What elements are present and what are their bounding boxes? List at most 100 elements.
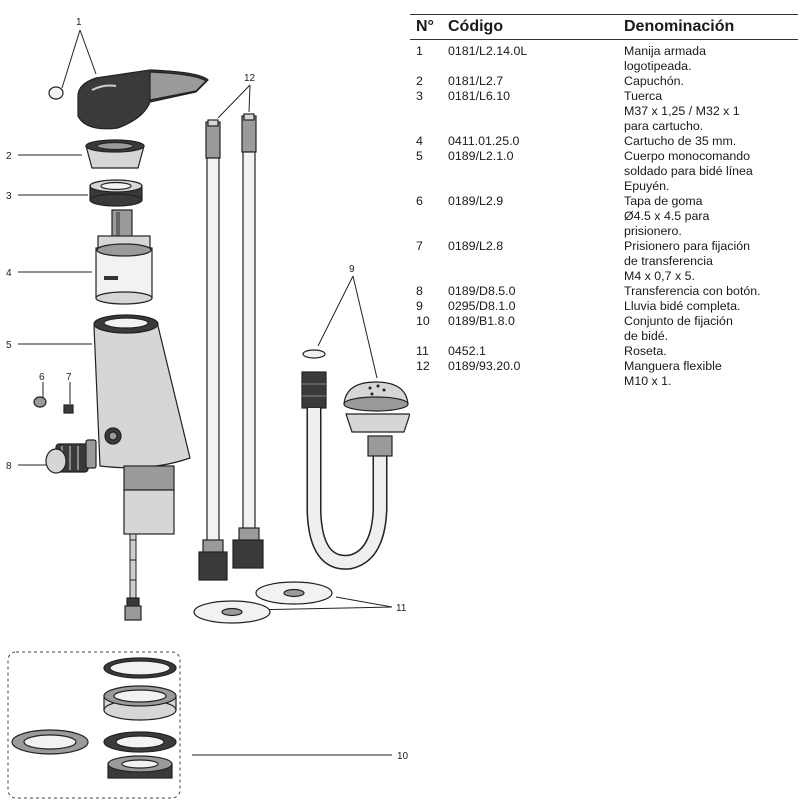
callout-3: 3: [6, 191, 12, 202]
row-code: 0181/L6.10: [448, 89, 511, 103]
table-row: 4 0411.01.25.0 Cartucho de 35 mm.: [410, 134, 798, 149]
description-line: de bidé.: [624, 329, 669, 343]
row-number: 5: [416, 149, 423, 163]
description-line: logotipeada.: [624, 59, 692, 73]
description-line: M10 x 1.: [624, 374, 672, 388]
description-line: Cuerpo monocomando: [624, 149, 751, 163]
row-code: 0181/L2.7: [448, 74, 504, 88]
callout-9: 9: [349, 264, 355, 275]
row-number: 11: [416, 344, 429, 358]
description-line: M4 x 0,7 x 5.: [624, 269, 695, 283]
description-line: M37 x 1,25 / M32 x 1: [624, 104, 740, 118]
callout-4: 4: [6, 268, 12, 279]
part-cartridge: [95, 209, 153, 305]
description-line: prisionero.: [624, 224, 682, 238]
row-number: 10: [416, 314, 430, 328]
description-line: Manguera flexible: [624, 359, 722, 373]
callout-5: 5: [6, 340, 12, 351]
row-code: 0189/L2.8: [448, 239, 504, 253]
callout-8: 8: [6, 461, 12, 472]
row-description: Roseta.: [624, 344, 798, 359]
callout-11: 11: [396, 603, 407, 614]
row-number: 12: [416, 359, 430, 373]
row-code: 0189/B1.8.0: [448, 314, 515, 328]
callout-7: 7: [66, 372, 72, 383]
description-line: Tuerca: [624, 89, 663, 103]
callout-2: 2: [6, 151, 12, 162]
part-diverter-button: [45, 439, 97, 474]
part-cap: [85, 139, 145, 169]
part-bidet-spray: [301, 349, 410, 570]
row-number: 6: [416, 194, 423, 208]
table-row: 11 0452.1 Roseta.: [410, 344, 798, 359]
row-number: 1: [416, 44, 423, 58]
header-code: Código: [448, 14, 624, 40]
part-fixing-kit: [7, 651, 181, 799]
description-line: Transferencia con botón.: [624, 284, 761, 298]
description-line: Lluvia bidé completa.: [624, 299, 741, 313]
callout-12: 12: [244, 73, 256, 84]
part-rosette-right: [255, 581, 333, 605]
part-rubber-plug: [33, 396, 47, 408]
part-set-screw: [63, 404, 74, 414]
row-code: 0411.01.25.0: [448, 134, 520, 148]
row-number: 7: [416, 239, 423, 253]
header-number: N°: [410, 14, 448, 40]
parts-table: N° Código Denominación 1 0181/L2.14.0L Man…: [410, 14, 798, 389]
row-code: 0181/L2.14.0L: [448, 44, 528, 58]
exploded-diagram: 1 2 3 4 5 6 7 8 9 10 11 12: [6, 17, 410, 799]
description-line: Capuchón.: [624, 74, 684, 88]
row-description: Lluvia bidé completa.: [624, 299, 798, 314]
row-code: 0189/D8.5.0: [448, 284, 516, 298]
row-code: 0452.1: [448, 344, 486, 358]
description-line: Manija armada: [624, 44, 706, 58]
part-handle: [48, 69, 209, 130]
description-line: Prisionero para fijación: [624, 239, 751, 253]
row-code: 0189/L2.1.0: [448, 149, 514, 163]
description-line: Ø4.5 x 4.5 para: [624, 209, 710, 223]
callout-6: 6: [39, 372, 45, 383]
row-number: 2: [416, 74, 423, 88]
row-description: Cartucho de 35 mm.: [624, 134, 798, 149]
row-description: Transferencia con botón.: [624, 284, 798, 299]
row-description: Capuchón.: [624, 74, 798, 89]
description-line: Epuyén.: [624, 179, 670, 193]
leader-lines: [18, 29, 393, 756]
table-row: 9 0295/D8.1.0 Lluvia bidé completa.: [410, 299, 798, 314]
description-line: para cartucho.: [624, 119, 704, 133]
callout-1: 1: [76, 17, 82, 28]
callout-10: 10: [397, 751, 409, 762]
row-code: 0189/93.20.0: [448, 359, 521, 373]
callout-numbers: 1 2 3 4 5 6 7 8 9 10 11 12: [6, 17, 409, 762]
row-number: 4: [416, 134, 423, 148]
part-rosette-left: [193, 600, 271, 624]
part-body: [93, 314, 191, 621]
description-line: Roseta.: [624, 344, 667, 358]
row-number: 9: [416, 299, 423, 313]
part-nut: [89, 179, 143, 207]
row-code: 0189/L2.9: [448, 194, 504, 208]
description-line: Conjunto de fijación: [624, 314, 733, 328]
table-header-row: N° Código Denominación: [410, 14, 798, 40]
table-row: 2 0181/L2.7 Capuchón.: [410, 74, 798, 89]
row-code: 0295/D8.1.0: [448, 299, 516, 313]
part-flexible-hose-left: [198, 119, 228, 581]
description-line: soldado para bidé línea: [624, 164, 753, 178]
row-number: 3: [416, 89, 423, 103]
description-line: Cartucho de 35 mm.: [624, 134, 737, 148]
header-description: Denominación: [624, 14, 798, 40]
